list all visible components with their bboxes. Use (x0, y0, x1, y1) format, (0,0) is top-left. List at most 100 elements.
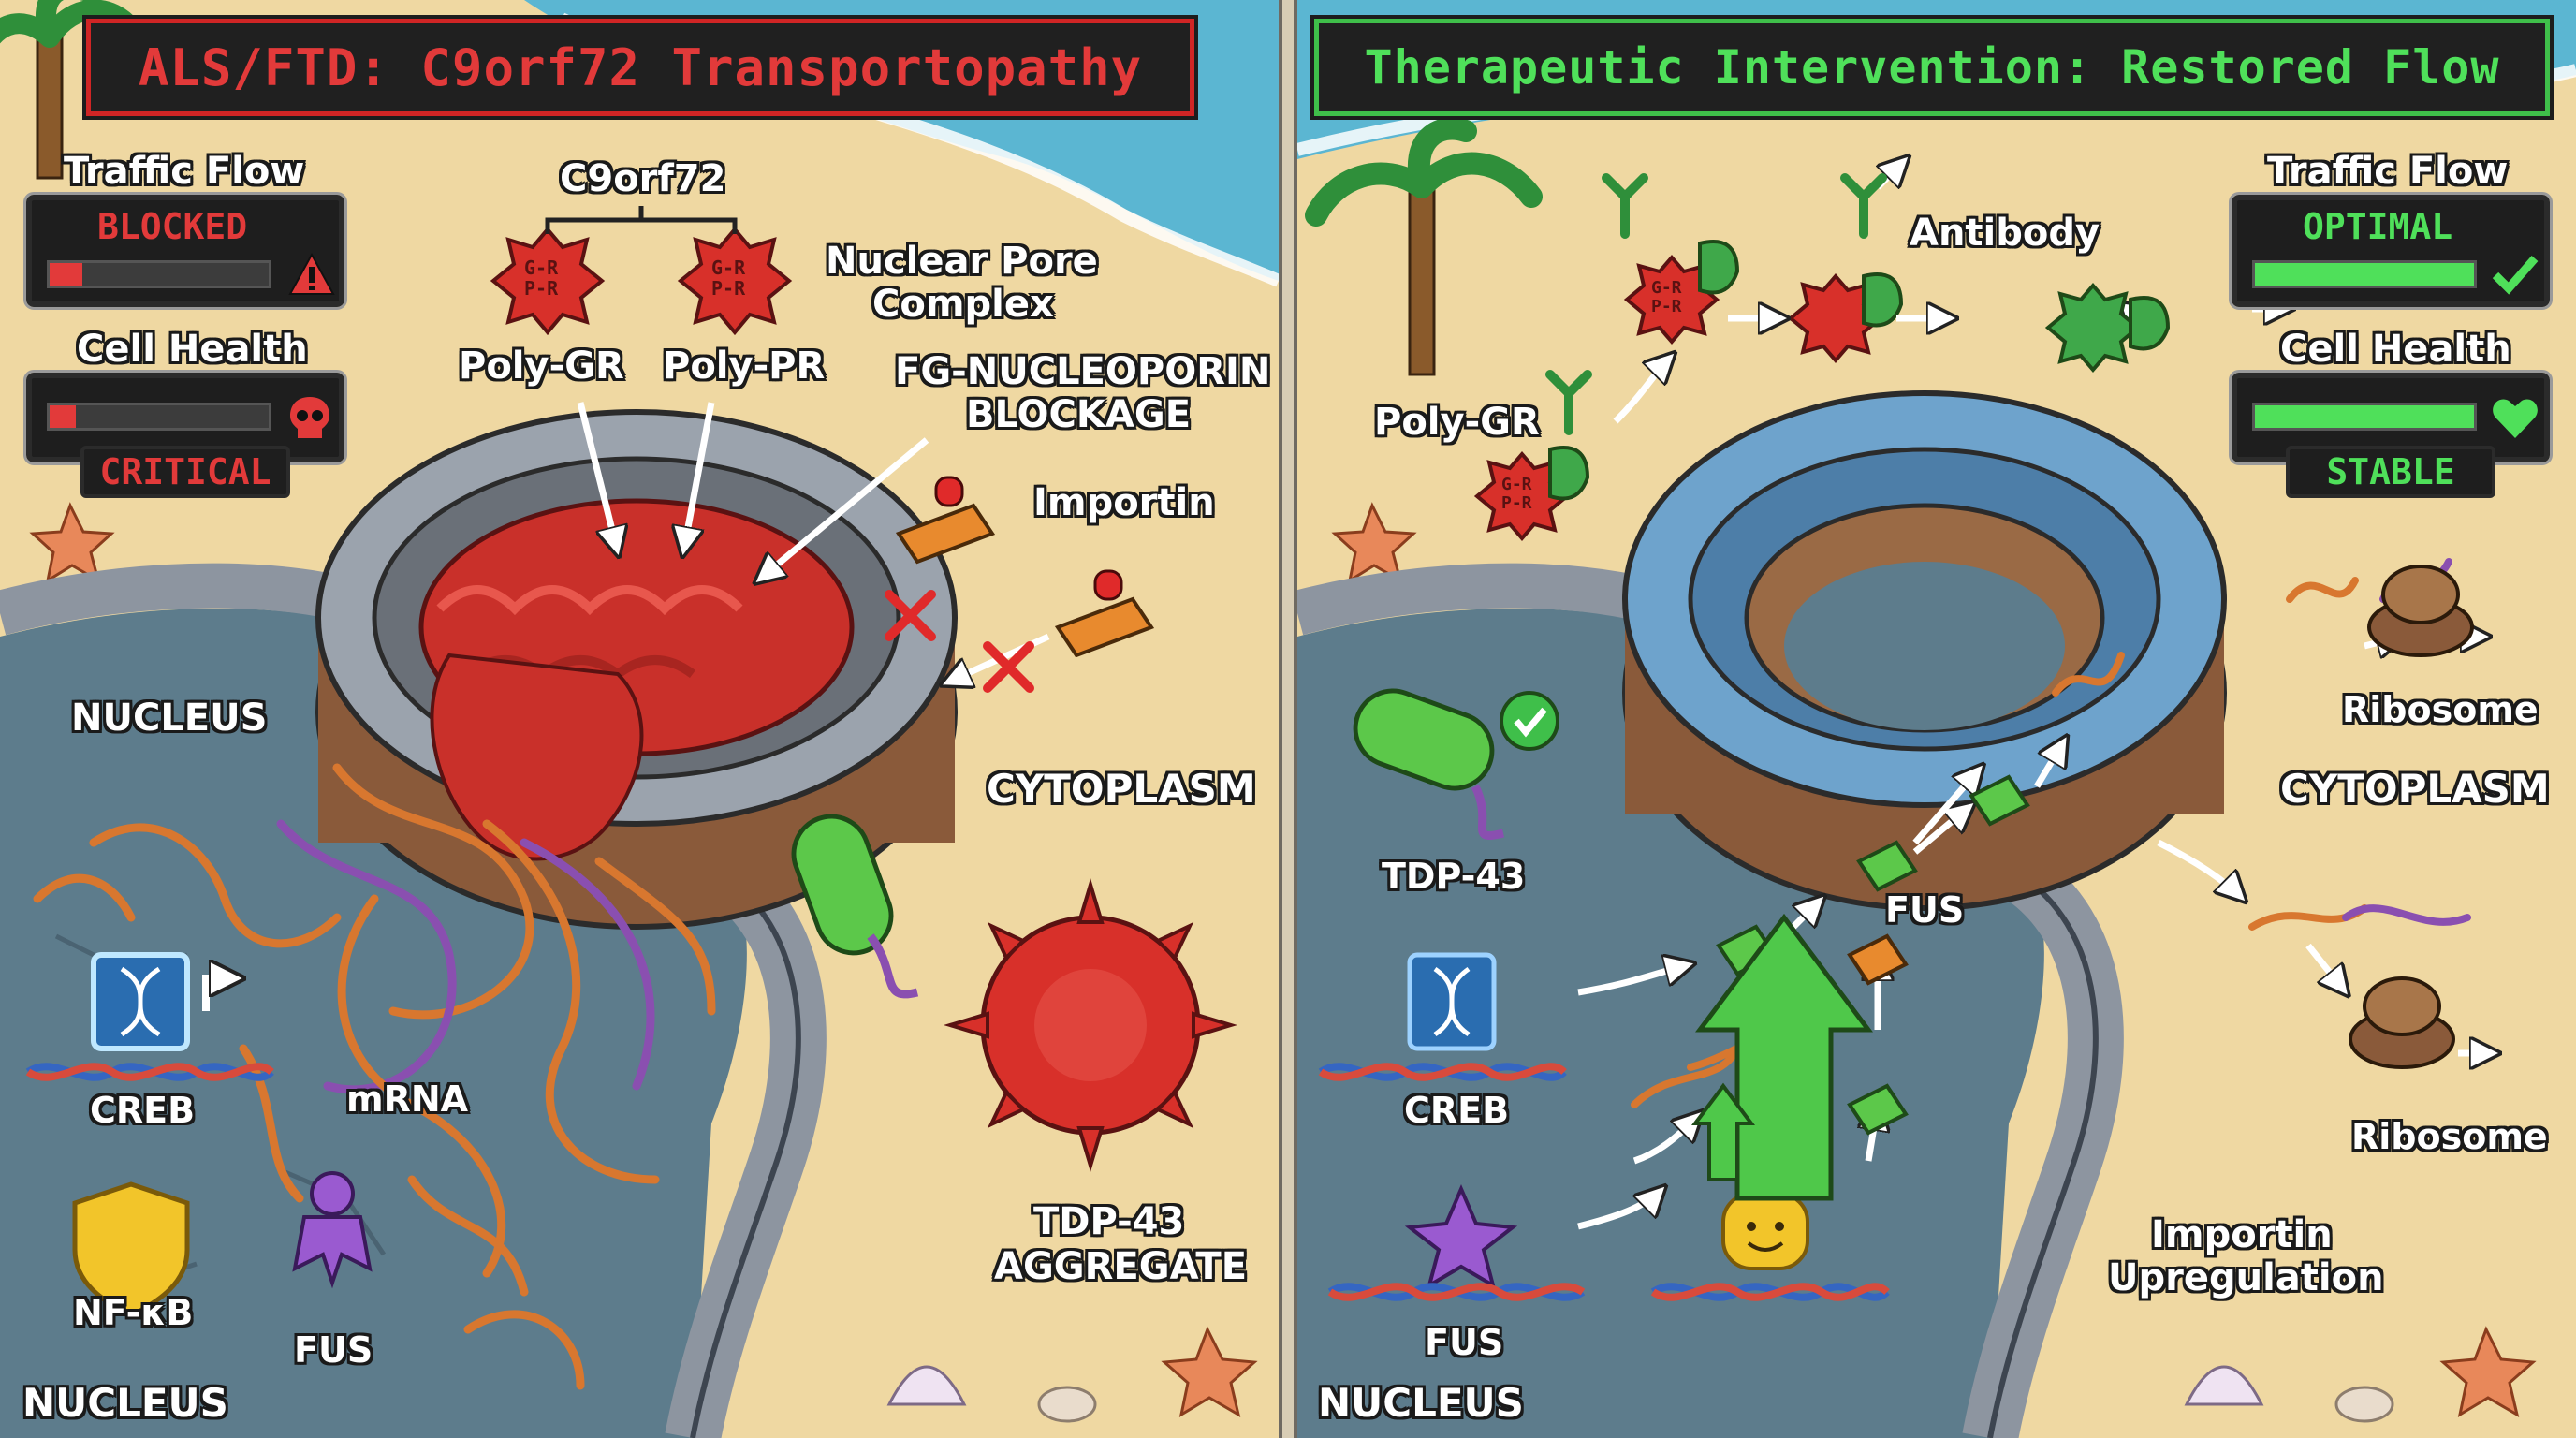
traffic-flow-label: Traffic Flow (64, 150, 305, 193)
mrna-label: mRNA (346, 1078, 469, 1120)
creb-gene-icon (1318, 952, 1567, 1081)
tdp43-protein (791, 814, 919, 999)
importin-cargo (1716, 774, 2030, 1136)
blocked-x-icon (885, 590, 1034, 693)
therapy-title-box: Therapeutic Intervention: Restored Flow (1310, 15, 2554, 120)
cell-health-badge: STABLE (2286, 446, 2496, 498)
pebble (2334, 1386, 2394, 1423)
smiley-gene-icon (1650, 1192, 1890, 1301)
seashell (886, 1365, 967, 1406)
dpr-flow-arrow (1613, 356, 1672, 424)
disease-scene (0, 0, 1279, 1438)
nfkb-shield-icon (72, 1181, 190, 1318)
cell-health-badge: CRITICAL (80, 446, 290, 498)
pebble (1037, 1386, 1097, 1423)
fus-label: FUS (294, 1329, 373, 1371)
cell-health-status (23, 370, 347, 465)
checkmark-icon (2492, 256, 2539, 295)
fg-blockage-label-line2: BLOCKAGE (966, 393, 1192, 436)
ribosome-label-top: Ribosome (2342, 689, 2539, 730)
nucleus-wall-edge (1987, 877, 2099, 1438)
npc-label-line1: Nuclear Pore (826, 240, 1098, 283)
cell-health-bar-fill (2255, 405, 2474, 428)
nuclear-pore-complex (315, 409, 958, 930)
palm-tree (1305, 117, 1543, 376)
tdp43-label: TDP-43 (1382, 856, 1526, 897)
poly-gr-arrow (577, 402, 618, 552)
disease-panel: ALS/FTD: C9orf72 Transportopathy Traffic… (0, 0, 1279, 1438)
traffic-flow-bar-fill (50, 263, 83, 286)
antibody-bound (1548, 240, 2171, 501)
importin-cargo-orange (1847, 933, 1909, 986)
tdp43-aggregate-label-line2: AGGREGATE (994, 1245, 1248, 1288)
traffic-flow-label: Traffic Flow (2267, 150, 2509, 193)
importin-carrier-bottom (1054, 569, 1155, 658)
dpr-molecule-poly-pr (677, 226, 793, 336)
mrna-tangle (33, 763, 716, 1390)
creb-label: CREB (90, 1090, 196, 1131)
nfkb-label: NF-κB (73, 1292, 194, 1333)
npc-label-line2: Complex (872, 283, 1054, 326)
poly-gr-label: Poly-GR (459, 345, 624, 388)
ribosome-bottom (2349, 976, 2455, 1069)
tdp43-protein (1353, 688, 1505, 841)
cell-health-bar-fill (50, 405, 77, 428)
importin-upregulation-arrow (1691, 913, 1873, 1201)
skull-icon (290, 397, 329, 438)
checkmark-badge-icon (1500, 691, 1559, 751)
palm-tree (0, 0, 141, 180)
fg-blockage-label-line1: FG-NUCLEOPORIN (895, 350, 1271, 393)
dpr-molecule-poly-gr (490, 226, 606, 336)
fg-blockage-arrow (758, 437, 929, 580)
traffic-flow-bar (2252, 260, 2477, 288)
cytoplasm-label: CYTOPLASM (987, 766, 1256, 812)
cytoplasm-label: CYTOPLASM (2280, 766, 2550, 812)
page-title: Therapeutic Intervention: Restored Flow (1364, 40, 2500, 95)
disease-title-box: ALS/FTD: C9orf72 Transportopathy (82, 15, 1198, 120)
starfish (2439, 1326, 2537, 1418)
c9orf72-label: C9orf72 (560, 157, 726, 200)
cell-health-label: Cell Health (77, 328, 308, 371)
poly-gr-label: Poly-GR (1374, 401, 1540, 444)
nucleus-label: NUCLEUS (1318, 1380, 1524, 1426)
warning-icon (288, 253, 335, 295)
page-title: ALS/FTD: C9orf72 Transportopathy (138, 37, 1143, 97)
importin-label: Importin (1033, 481, 1215, 524)
creb-gene-icon (25, 952, 274, 1081)
cell-health-label: Cell Health (2280, 328, 2511, 371)
starfish (29, 502, 115, 584)
poly-pr-label: Poly-PR (663, 345, 826, 388)
traffic-flow-status: BLOCKED (23, 192, 347, 310)
traffic-flow-bar-fill (2255, 263, 2474, 286)
nucleus-label-bottom: NUCLEUS (22, 1380, 228, 1426)
ribosome-top (2367, 565, 2474, 657)
nucleus-label-top: NUCLEUS (71, 697, 268, 740)
importin-upregulation-label-line1: Importin (2151, 1213, 2333, 1256)
traffic-flow-status: OPTIMAL (2229, 192, 2553, 310)
fus-label-bottom: FUS (1425, 1322, 1504, 1363)
panel-divider (1279, 0, 1297, 1438)
importin-carrier-top (895, 476, 996, 565)
nuclear-pore-complex-open (1622, 390, 2227, 911)
importin-upregulation-label-line2: Upregulation (2108, 1256, 2384, 1299)
fus-label-mid: FUS (1885, 889, 1965, 931)
therapy-panel: Therapeutic Intervention: Restored Flow … (1297, 0, 2576, 1438)
nucleus-wall-edge (690, 877, 801, 1438)
poly-pr-arrow (683, 402, 715, 552)
traffic-flow-status-text: BLOCKED (97, 206, 248, 247)
tdp43-aggregate (944, 878, 1237, 1172)
creb-label: CREB (1404, 1090, 1510, 1131)
starfish (1161, 1326, 1258, 1418)
ribosome-label-bottom: Ribosome (2351, 1116, 2548, 1157)
neutralized-dpr (2044, 282, 2142, 374)
cell-health-bar (2252, 403, 2477, 431)
antibody-label: Antibody (1910, 212, 2100, 255)
traffic-flow-bar (47, 260, 271, 288)
heart-icon (2493, 399, 2538, 438)
c9orf72-bracket (545, 206, 738, 234)
